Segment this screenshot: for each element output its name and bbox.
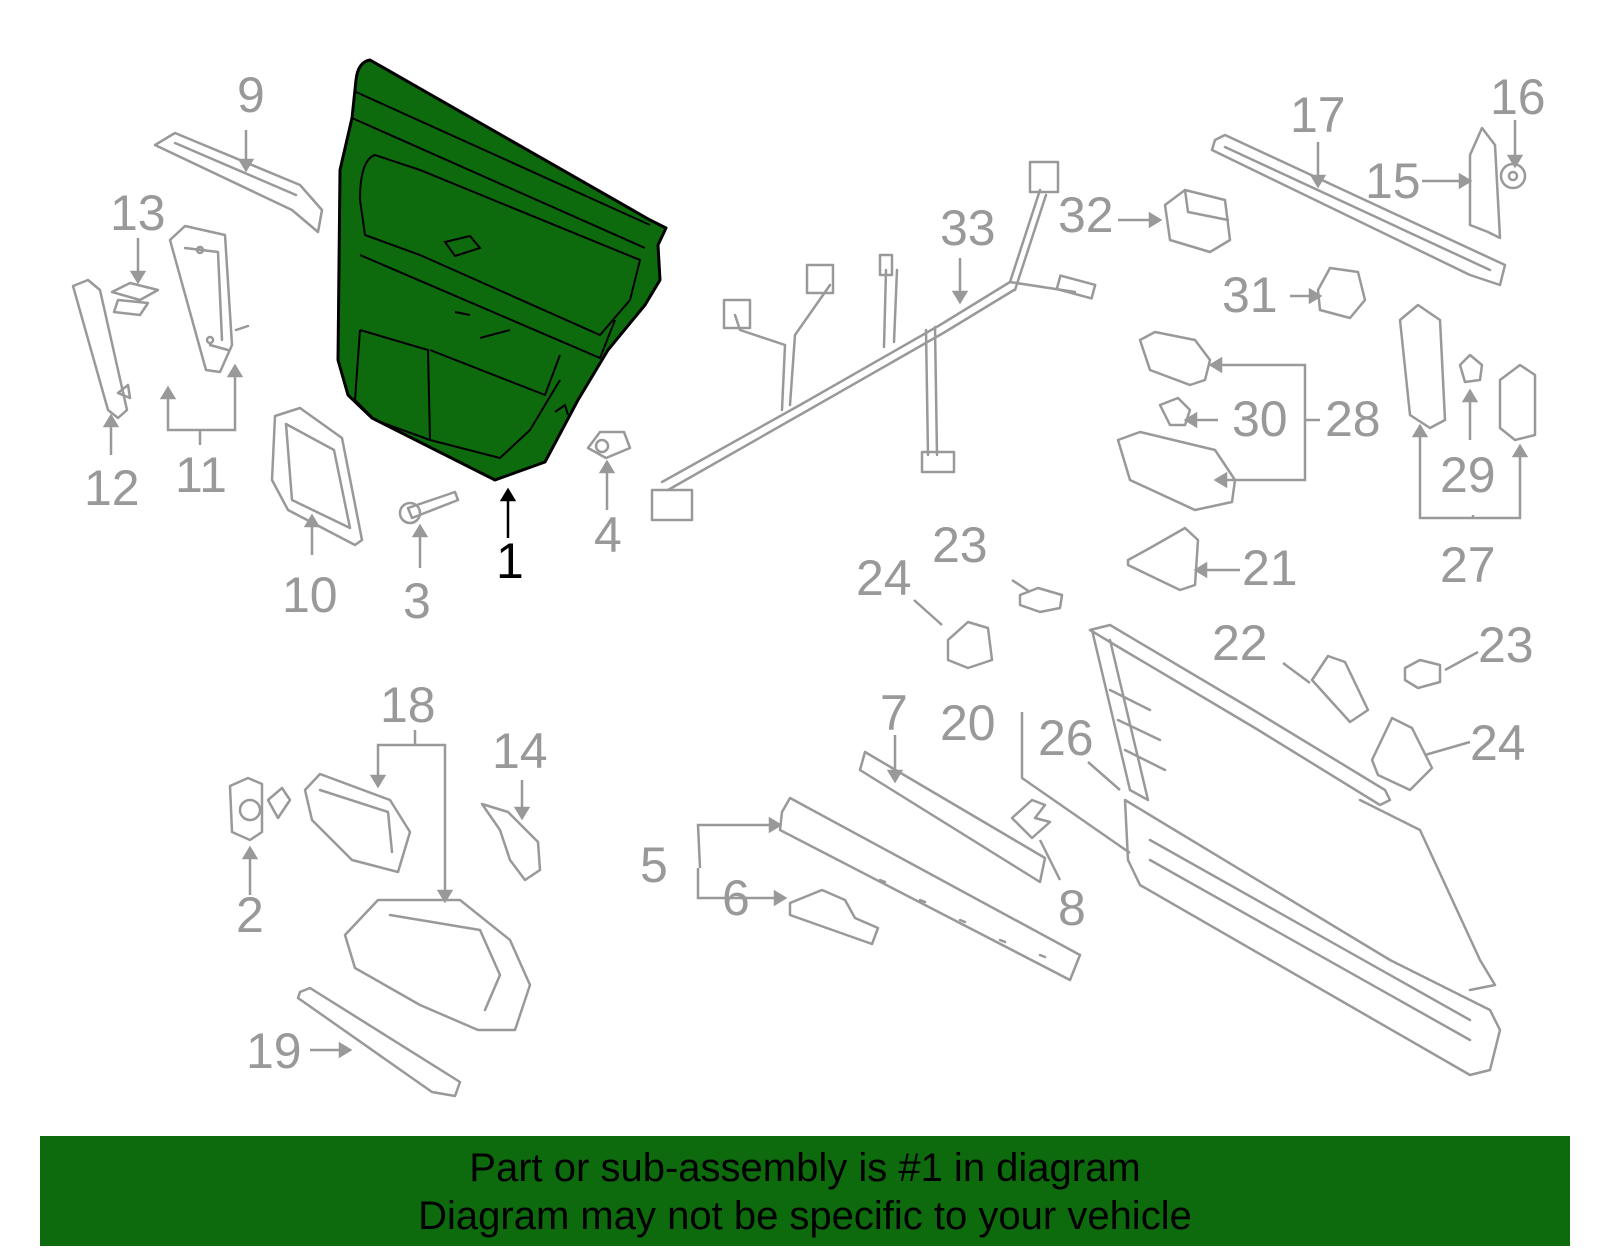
callout-29: 29 — [1440, 447, 1496, 503]
callout-23-right: 23 — [1478, 617, 1534, 673]
footer-line-2: Diagram may not be specific to your vehi… — [418, 1194, 1192, 1238]
part-29-bulb — [1458, 353, 1484, 384]
callout-26: 26 — [1038, 710, 1094, 766]
part-13-clip — [110, 281, 160, 317]
part-26-door-frame — [1088, 623, 1502, 1077]
part-1-door-trim-panel — [336, 58, 668, 482]
part-15-trim — [1468, 126, 1502, 240]
callout-33: 33 — [940, 200, 996, 256]
part-4-plug — [586, 430, 632, 460]
callout-20: 20 — [940, 695, 996, 751]
part-11-handle-bracket — [168, 224, 234, 374]
callout-5: 5 — [640, 837, 668, 893]
callout-7: 7 — [880, 685, 908, 741]
part-23-pad-left — [1018, 586, 1064, 614]
part-32-switch — [1163, 188, 1232, 254]
callout-18: 18 — [380, 677, 436, 733]
callout-11: 11 — [175, 447, 227, 503]
callout-25: 24 — [1470, 715, 1526, 771]
part-25-bracket — [1370, 716, 1434, 792]
part-28-bracket-upper — [1138, 330, 1212, 387]
part-30-bulb — [1158, 396, 1192, 427]
part-18-pocket — [303, 772, 412, 874]
part-31-switch — [1316, 266, 1367, 320]
part-29-bracket-right — [1498, 363, 1537, 442]
part-19-trim — [296, 986, 462, 1098]
callout-9: 9 — [237, 67, 265, 123]
callout-30: 30 — [1232, 391, 1288, 447]
callout-23-left: 23 — [932, 517, 988, 573]
callout-24: 24 — [856, 550, 912, 606]
leader-lines — [102, 120, 1529, 1059]
callout-14: 14 — [492, 723, 548, 779]
callout-21: 21 — [1242, 540, 1298, 596]
part-24-bracket — [946, 620, 994, 670]
callout-10: 10 — [282, 567, 338, 623]
callout-3: 3 — [403, 573, 431, 629]
callout-17: 17 — [1290, 87, 1346, 143]
part-17-trim-strip — [1210, 133, 1507, 287]
part-6-clip — [788, 888, 880, 946]
callout-1: 1 — [496, 533, 524, 589]
callout-4: 4 — [594, 507, 622, 563]
part-10-cover — [270, 406, 364, 547]
part-16-grommet — [1499, 162, 1527, 190]
callout-22: 22 — [1212, 615, 1268, 671]
footer-line-1: Part or sub-assembly is #1 in diagram — [469, 1146, 1141, 1190]
callout-8: 8 — [1058, 880, 1086, 936]
part-14-bracket — [480, 802, 542, 882]
part-3-screw — [406, 490, 460, 520]
part-8-clip — [1010, 798, 1052, 840]
part-5-strip — [778, 796, 1082, 982]
part-22-bracket — [1310, 654, 1370, 724]
callout-6: 6 — [722, 870, 750, 926]
callout-19: 19 — [246, 1023, 302, 1079]
part-7-strip — [858, 750, 1047, 884]
part-21-bracket — [1126, 526, 1200, 592]
callout-28: 28 — [1325, 391, 1381, 447]
part-28-bracket-lower — [1116, 430, 1237, 512]
part-23-pad-right — [1403, 658, 1442, 690]
part-9-trim-strip — [153, 131, 324, 234]
part-29-bracket — [1398, 303, 1447, 430]
callout-27: 27 — [1440, 537, 1496, 593]
callout-16: 16 — [1490, 69, 1546, 125]
footer-banner: Part or sub-assembly is #1 in diagram Di… — [40, 1136, 1570, 1246]
callout-2: 2 — [236, 887, 264, 943]
callout-15: 15 — [1365, 153, 1421, 209]
part-33-wiring-harness — [650, 160, 1097, 522]
callout-32: 32 — [1058, 187, 1114, 243]
part-12-pillar-trim — [71, 278, 129, 420]
callout-13: 13 — [110, 185, 166, 241]
callout-31: 31 — [1222, 267, 1278, 323]
callout-12: 12 — [84, 460, 140, 516]
part-2-clip — [228, 776, 264, 842]
part-18-armrest — [343, 898, 532, 1032]
